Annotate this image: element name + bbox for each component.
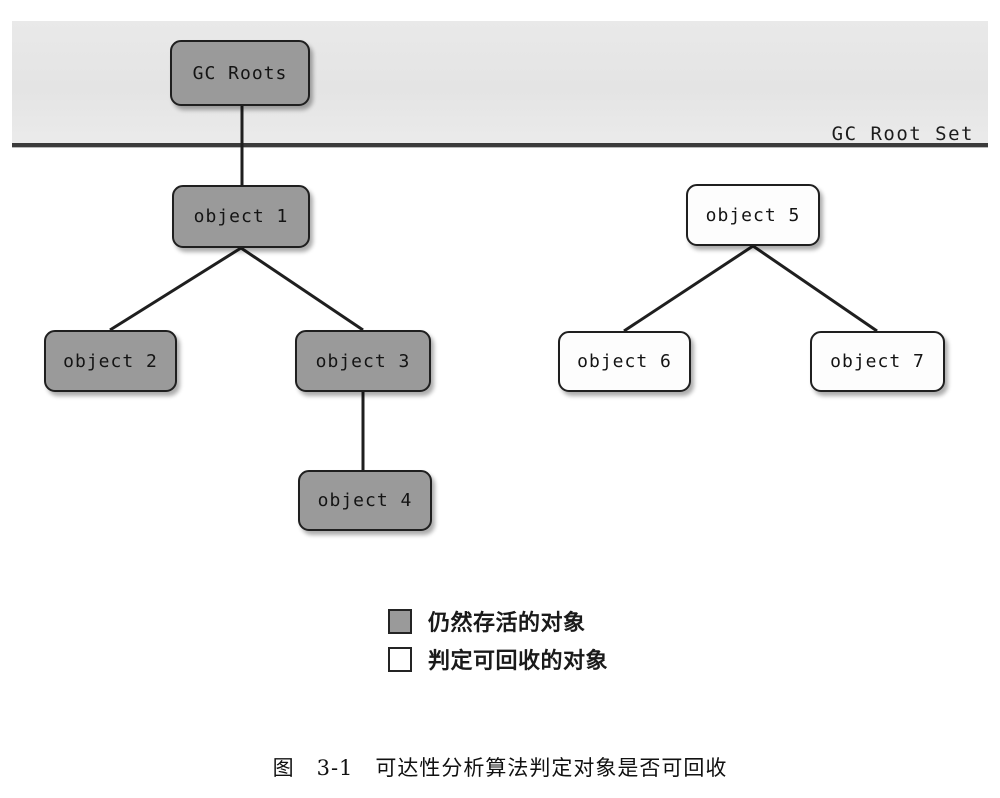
node-label: object 2 bbox=[63, 350, 158, 372]
edge-object1-object3 bbox=[240, 246, 364, 332]
edge-object5-object6 bbox=[623, 244, 754, 333]
node-object-3[interactable]: object 3 bbox=[295, 330, 431, 392]
node-label: object 7 bbox=[830, 351, 925, 372]
edge-object5-object7 bbox=[752, 244, 878, 333]
node-label: object 5 bbox=[705, 204, 801, 226]
node-label: object 6 bbox=[577, 351, 672, 372]
legend: 仍然存活的对象判定可回收的对象 bbox=[388, 602, 688, 678]
node-label: object 4 bbox=[317, 490, 413, 511]
node-gc-roots[interactable]: GC Roots bbox=[170, 40, 310, 106]
legend-label: 仍然存活的对象 bbox=[428, 611, 586, 636]
node-object-2[interactable]: object 2 bbox=[44, 330, 177, 392]
node-object-6[interactable]: object 6 bbox=[558, 331, 691, 392]
legend-label: 判定可回收的对象 bbox=[428, 649, 609, 674]
legend-swatch-alive bbox=[388, 608, 412, 634]
node-label: object 1 bbox=[193, 206, 289, 227]
gc-root-set-label: GC Root Set bbox=[831, 123, 974, 145]
node-object-5[interactable]: object 5 bbox=[686, 184, 820, 246]
figure-caption: 图 3-1 可达性分析算法判定对象是否可回收 bbox=[272, 756, 728, 780]
legend-alive: 仍然存活的对象 bbox=[388, 602, 688, 640]
gc-root-set-divider: GC Root Set bbox=[12, 123, 988, 147]
node-label: GC Roots bbox=[192, 62, 288, 84]
node-object-7[interactable]: object 7 bbox=[810, 331, 945, 392]
node-object-4[interactable]: object 4 bbox=[298, 470, 432, 531]
edge-object1-object2 bbox=[109, 246, 242, 332]
node-object-1[interactable]: object 1 bbox=[172, 185, 310, 248]
legend-garbage: 判定可回收的对象 bbox=[388, 640, 688, 678]
node-label: object 3 bbox=[315, 350, 411, 372]
legend-swatch-garbage bbox=[388, 646, 412, 672]
